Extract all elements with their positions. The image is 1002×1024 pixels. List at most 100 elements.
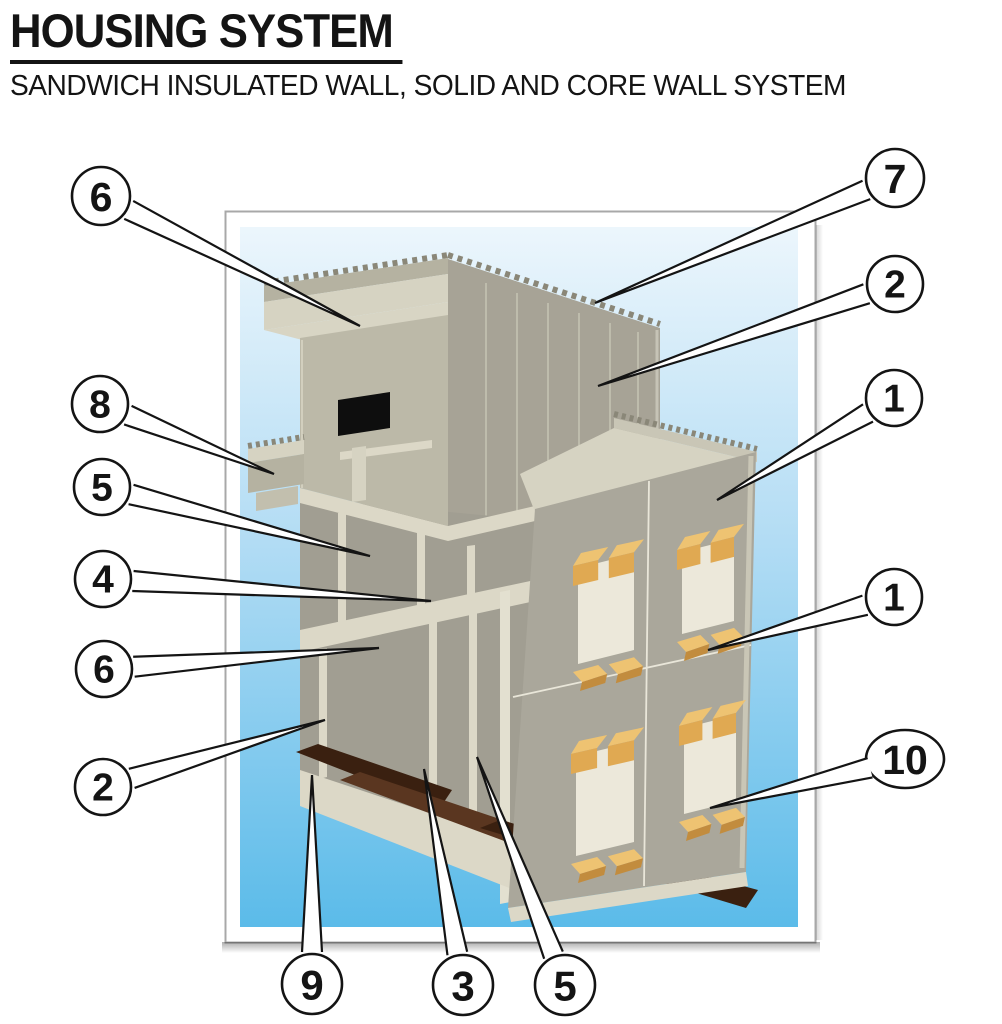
callout-leader bbox=[475, 756, 564, 960]
partition-wall bbox=[417, 532, 425, 608]
partition-wall bbox=[467, 545, 475, 597]
awning-top-face bbox=[712, 807, 745, 825]
penthouse-wall bbox=[300, 315, 448, 526]
awning-top-face bbox=[679, 815, 712, 832]
side-ledge bbox=[247, 434, 305, 511]
exterior-back-band bbox=[614, 418, 757, 462]
awning-front-face bbox=[679, 720, 703, 746]
partition-wall bbox=[469, 600, 477, 835]
ground-floor-slab bbox=[300, 770, 535, 898]
callout-leader bbox=[707, 594, 869, 652]
callout-number: 5 bbox=[553, 963, 576, 1010]
awning-front-face bbox=[608, 552, 634, 579]
building-illustration bbox=[247, 252, 758, 922]
awning-top-face bbox=[571, 735, 608, 754]
callout-leader bbox=[422, 768, 469, 956]
callout-number: 1 bbox=[883, 378, 905, 421]
frame-shadow-bottom bbox=[222, 942, 820, 953]
callout-bubble bbox=[74, 639, 134, 699]
callout-bubble bbox=[73, 757, 133, 817]
frame-shadow-right bbox=[816, 225, 823, 940]
wall-support bbox=[352, 446, 366, 502]
parapet-face bbox=[264, 274, 448, 330]
callout-number: 5 bbox=[91, 467, 113, 510]
callout-bubble bbox=[72, 457, 132, 517]
ledge-bracket bbox=[256, 486, 298, 511]
awning-top-face bbox=[677, 635, 710, 652]
window-unit bbox=[573, 539, 644, 691]
awning-lip bbox=[614, 858, 643, 876]
parapet-top-band bbox=[264, 258, 448, 302]
window-units bbox=[571, 523, 746, 883]
callout-leader bbox=[128, 718, 326, 789]
callouts: 6 7 2 8 1 5 4 1 6 2 10 9 3 5 bbox=[70, 147, 946, 1017]
callout-3: 3 bbox=[422, 768, 495, 1017]
callout-8: 8 bbox=[70, 374, 275, 476]
awning-top-face bbox=[571, 857, 607, 874]
awning-top-face bbox=[607, 727, 644, 747]
callout-number: 2 bbox=[884, 264, 906, 307]
callout-2: 2 bbox=[597, 254, 925, 388]
window-recess bbox=[578, 554, 634, 664]
awning-top-face bbox=[710, 523, 744, 543]
callout-number: 7 bbox=[884, 156, 907, 202]
callout-number: 4 bbox=[92, 559, 114, 602]
callout-bubble bbox=[864, 147, 926, 209]
mid-floor-slab bbox=[300, 580, 535, 652]
callout-bubble bbox=[70, 165, 132, 227]
ledge-top bbox=[248, 440, 304, 463]
callout-bubble bbox=[280, 952, 344, 1016]
callout-leader bbox=[123, 200, 361, 328]
ledge-face bbox=[248, 454, 304, 493]
window-opening bbox=[338, 392, 390, 436]
callout-number: 8 bbox=[89, 384, 111, 427]
callout-1: 1 bbox=[707, 567, 924, 652]
callout-5: 5 bbox=[72, 457, 371, 558]
ledge-serration bbox=[247, 434, 305, 449]
window-unit bbox=[571, 727, 644, 883]
callout-leader bbox=[128, 483, 371, 558]
page-subtitle: SANDWICH INSULATED WALL, SOLID AND CORE … bbox=[10, 70, 847, 102]
exterior-wall-serration bbox=[613, 411, 758, 452]
callout-4: 4 bbox=[73, 549, 432, 609]
awning-top-face bbox=[710, 627, 743, 645]
awning-top-face bbox=[679, 707, 713, 726]
window-unit bbox=[679, 699, 746, 841]
awning-top-face bbox=[573, 665, 608, 682]
window-recess bbox=[576, 742, 634, 856]
partition-wall bbox=[429, 612, 437, 820]
upper-slab-edge-right bbox=[448, 506, 535, 541]
callout-number: 6 bbox=[93, 649, 115, 692]
window-unit bbox=[677, 523, 744, 661]
callout-number: 9 bbox=[300, 962, 323, 1009]
awning-top-face bbox=[712, 699, 746, 719]
callout-6: 6 bbox=[74, 639, 380, 699]
partition-wall bbox=[338, 512, 346, 625]
callout-2: 2 bbox=[73, 718, 326, 817]
awning-top-face bbox=[608, 657, 643, 675]
callout-leader bbox=[300, 774, 324, 953]
parapet-serration bbox=[263, 252, 449, 286]
callout-1: 1 bbox=[716, 368, 924, 501]
callout-leader bbox=[709, 757, 873, 810]
callout-bubble bbox=[864, 368, 924, 428]
callout-leader bbox=[123, 404, 275, 476]
callout-10: 10 bbox=[709, 728, 946, 810]
callout-bubble bbox=[865, 254, 925, 314]
awning-lip bbox=[719, 816, 745, 834]
callout-number: 6 bbox=[90, 174, 113, 220]
callout-number: 3 bbox=[451, 963, 474, 1010]
callout-leader bbox=[716, 403, 874, 501]
awning-top-face bbox=[677, 531, 711, 550]
awning-lip bbox=[684, 644, 710, 661]
awning-lip bbox=[578, 866, 607, 883]
page-title: HOUSING SYSTEM bbox=[10, 4, 403, 65]
core-wall-serration bbox=[447, 252, 661, 327]
callout-bubble bbox=[533, 953, 597, 1017]
callout-9: 9 bbox=[280, 774, 344, 1016]
upper-slab-edge-left bbox=[300, 488, 448, 541]
awning-lip bbox=[580, 674, 608, 691]
awning-top-face bbox=[607, 849, 643, 867]
awning-front-face bbox=[607, 740, 634, 767]
